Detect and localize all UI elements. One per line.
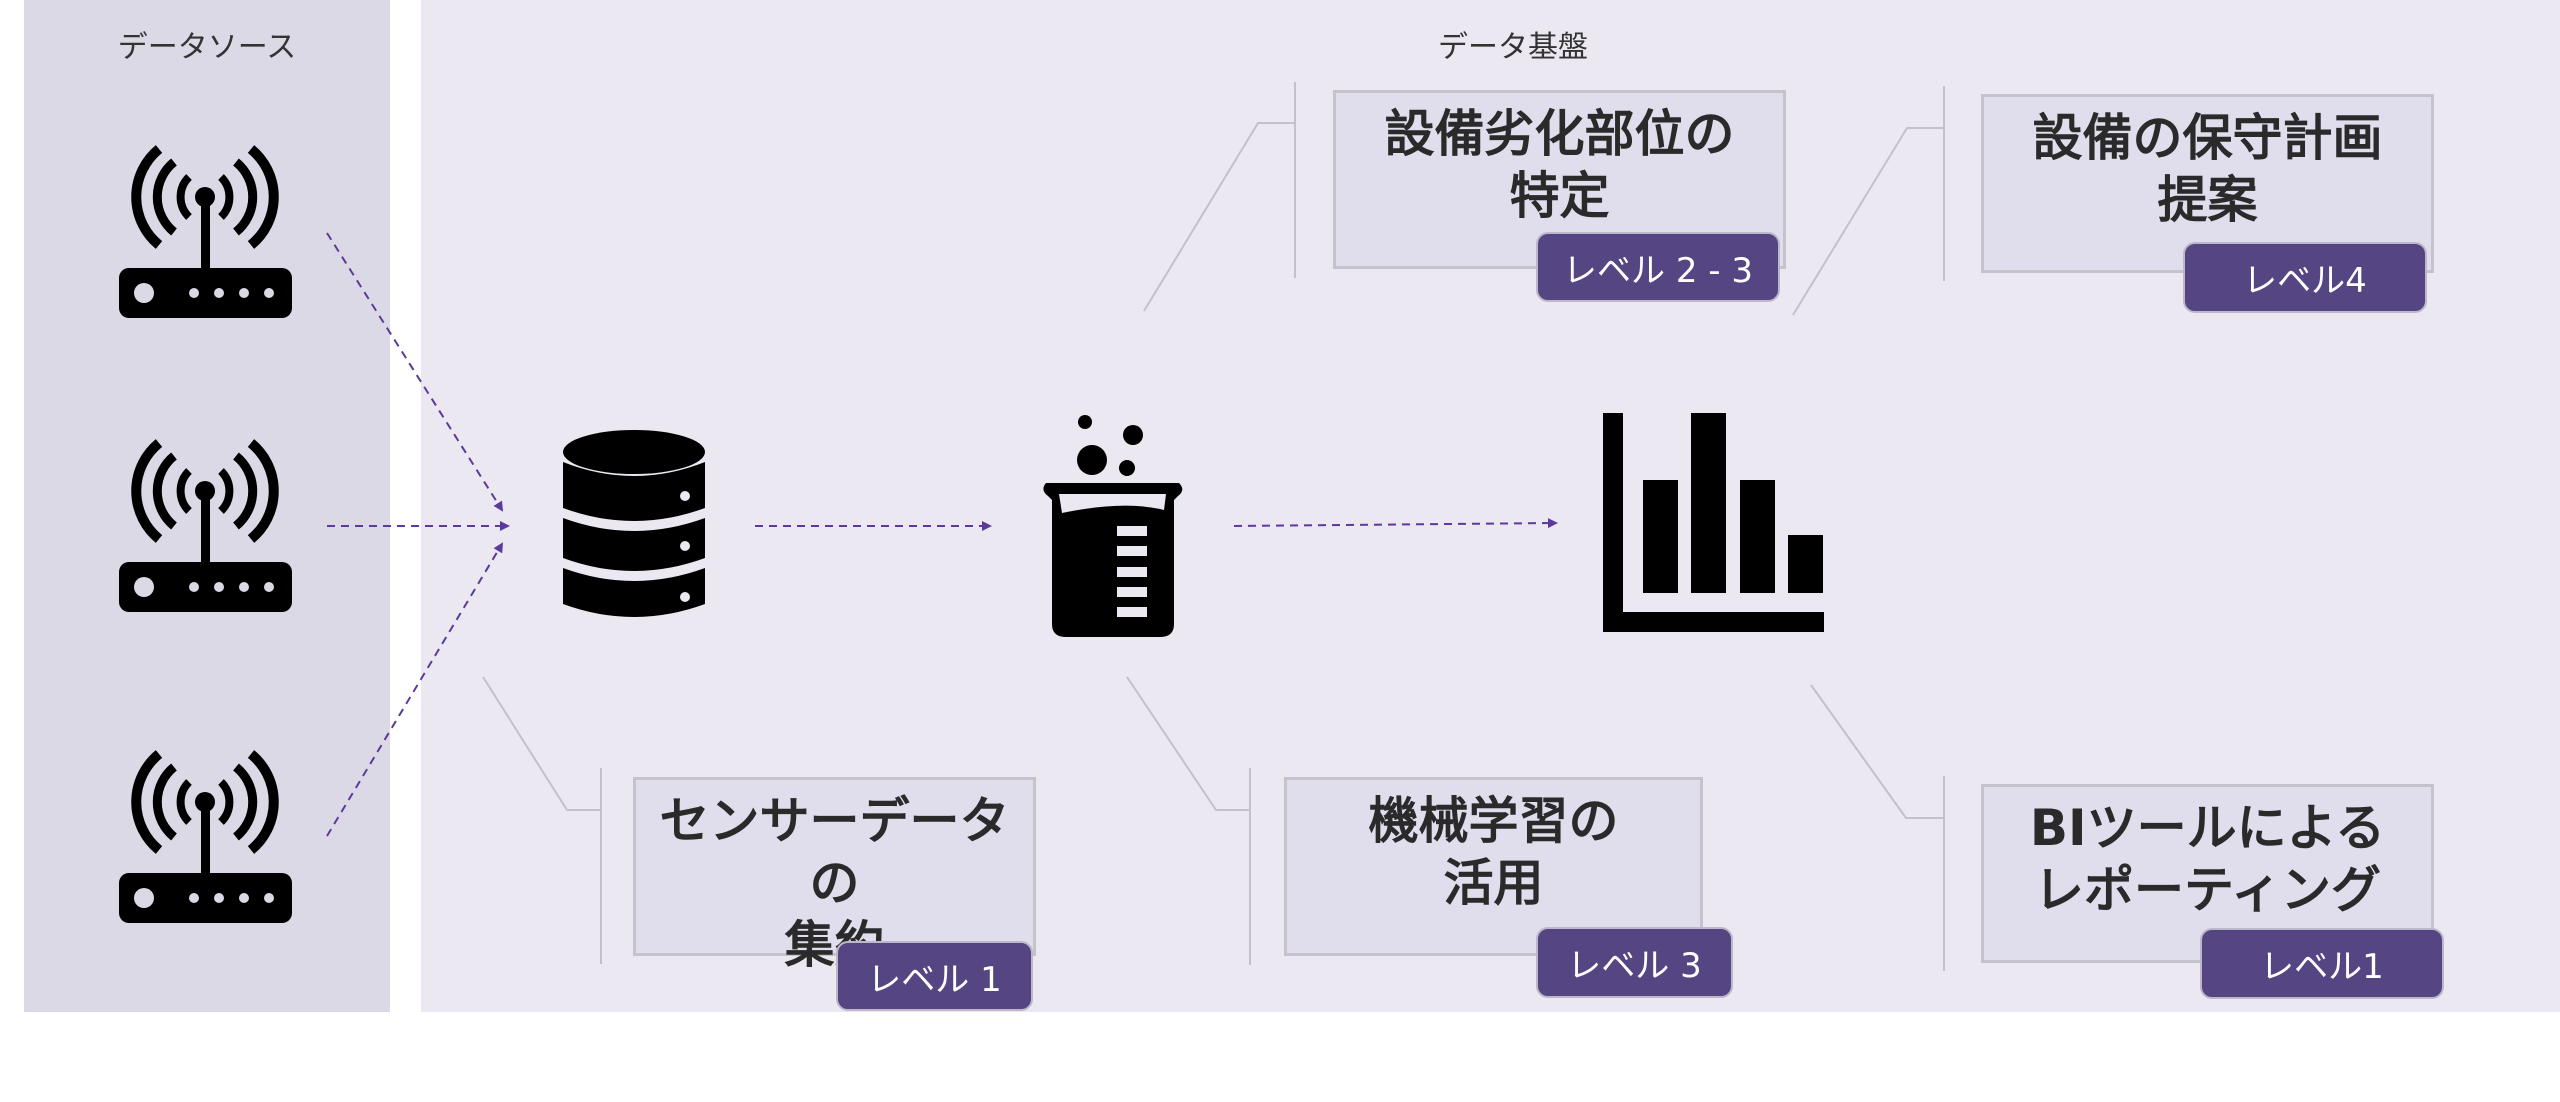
step-title-line1: 設備の保守計画 <box>2032 109 2383 167</box>
leader-lines <box>482 82 1945 971</box>
data-source-title: データソース <box>117 30 297 65</box>
beaker-icon <box>1043 415 1183 637</box>
step-title-line2: 提案 <box>2157 171 2258 229</box>
flow-arrow-source1 <box>326 232 504 512</box>
step-title-line2: 特定 <box>1509 167 1610 225</box>
step-title-line2: レポーティング <box>2034 861 2381 919</box>
router-icon <box>119 443 292 612</box>
step-title-line1: センサーデータの <box>659 792 1010 912</box>
step-box-machine-learning: 機械学習の活用 <box>1284 777 1703 956</box>
data-platform-title: データ基盤 <box>1438 30 1588 65</box>
bar-chart-icon <box>1603 413 1824 632</box>
step-title-line2: 活用 <box>1443 854 1544 912</box>
database-icon <box>563 430 705 617</box>
flow-arrow-ml-to-bi <box>1233 518 1558 529</box>
flow-arrow-source3 <box>326 542 504 837</box>
level-badge: レベル4 <box>2183 242 2427 313</box>
router-icon <box>119 754 292 923</box>
step-title-line1: 設備劣化部位の <box>1384 105 1735 163</box>
level-badge: レベル 2 - 3 <box>1536 232 1780 302</box>
level-badge: レベル1 <box>2200 928 2444 999</box>
level-badge: レベル 3 <box>1536 927 1733 998</box>
router-icon <box>119 149 292 318</box>
step-title-line1: 機械学習の <box>1368 792 1619 850</box>
step-box-sensor-aggregation: センサーデータの集約 <box>633 777 1036 974</box>
step-title-line1: BIツールによる <box>2029 799 2386 857</box>
level-badge: レベル 1 <box>836 941 1033 1011</box>
